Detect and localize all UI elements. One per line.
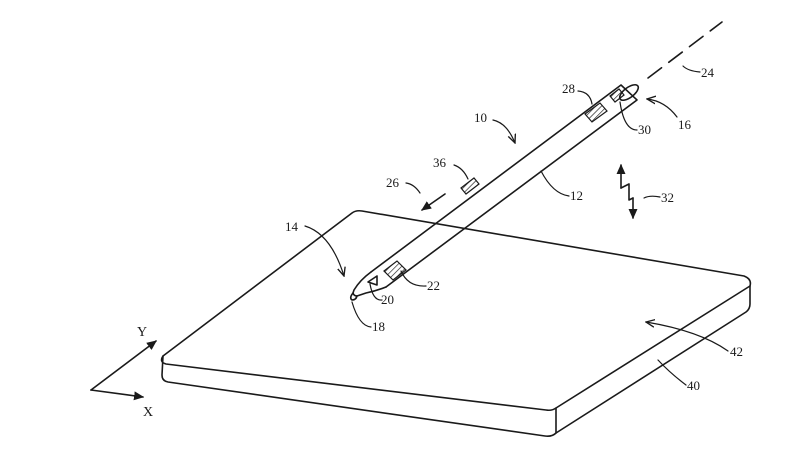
x-axis-label: X	[143, 405, 153, 420]
surface-pointer	[646, 322, 729, 352]
stylus-pointer	[492, 119, 515, 143]
tip-sensor-triangle	[367, 275, 378, 286]
numeral-signal: 32	[661, 190, 674, 205]
tablet-top-surface	[160, 209, 752, 412]
numeral-front-component: 22	[427, 278, 440, 293]
stylus-rear-cap	[618, 83, 640, 102]
signal-symbol	[616, 163, 638, 220]
numeral-surface: 42	[730, 344, 743, 359]
numeral-stylus: 10	[474, 110, 487, 125]
stylus	[349, 83, 640, 301]
numeral-side-component: 36	[433, 155, 447, 170]
reference-numerals: 10 12 14 16 18 20 22 24 26 28 30 32 36 4…	[285, 65, 743, 393]
numeral-rear-component-b: 30	[638, 122, 651, 137]
x-axis-arrow	[90, 389, 145, 401]
numeral-tip-end: 14	[285, 219, 299, 234]
numeral-rear-end: 16	[678, 117, 692, 132]
front-component-hatched	[383, 260, 407, 281]
rear-end-pointer	[647, 99, 678, 118]
tablet-right-edge	[555, 285, 751, 434]
tablet-front-edge	[161, 355, 557, 437]
tablet-device	[160, 209, 752, 437]
numeral-rear-component-a: 28	[562, 81, 575, 96]
stylus-tip-cone	[352, 271, 387, 297]
xy-axis-indicator: Y X	[90, 325, 157, 420]
stylus-body	[370, 84, 638, 288]
y-axis-label: Y	[137, 325, 147, 340]
rear-component-a-hatched	[584, 102, 608, 123]
numeral-tip-sensor: 20	[381, 292, 394, 307]
tip-end-pointer	[304, 225, 344, 276]
y-axis-arrow	[90, 340, 157, 391]
stylus-axis	[647, 21, 723, 79]
numeral-tablet: 40	[687, 378, 700, 393]
numeral-shaft: 12	[570, 188, 583, 203]
stylus-tip	[349, 292, 358, 301]
leader-lines	[351, 65, 701, 386]
rear-component-b-hatched	[609, 88, 625, 103]
numeral-axis: 24	[701, 65, 715, 80]
numeral-tip: 18	[372, 319, 385, 334]
direction-arrow	[421, 193, 446, 211]
numeral-direction: 26	[386, 175, 400, 190]
side-component-hatched	[460, 177, 480, 195]
